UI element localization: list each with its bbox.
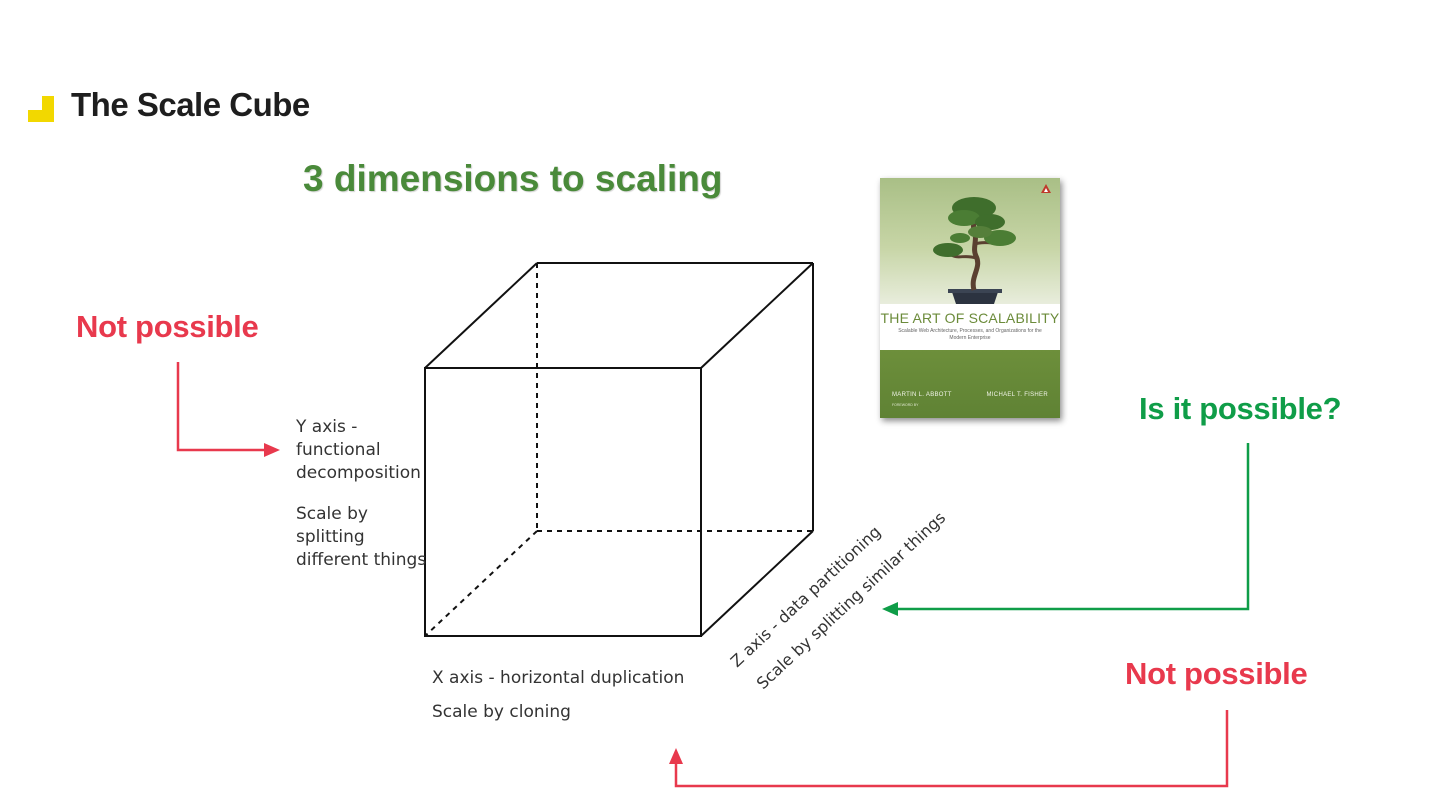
cube-top-left-edge [424,262,538,369]
z-axis-arrow [898,443,1250,611]
book-title: THE ART OF SCALABILITY [880,310,1060,326]
book-subtitle: Scalable Web Architecture, Processes, an… [898,328,1042,341]
z-axis-status-callout: Is it possible? [1139,391,1342,426]
book-author-2: MICHAEL T. FISHER [986,392,1048,398]
y-axis-label: Y axis - functional decomposition [296,417,421,483]
z-axis-description: Scale by splitting similar things [753,508,949,693]
diagram-subtitle: 3 dimensions to scaling [303,158,723,199]
book-foreword: FOREWORD BY [892,403,919,407]
x-axis-label: X axis - horizontal duplication [432,668,685,688]
y-axis-arrowhead [264,443,280,457]
cube-bottom-right-edge [700,530,814,637]
cube-front-face [424,367,702,637]
slide-title: The Scale Cube [71,86,310,123]
x-axis-description: Scale by cloning [432,702,571,722]
book-cover: THE ART OF SCALABILITY Scalable Web Arch… [880,178,1060,418]
x-axis-status-callout: Not possible [1125,656,1308,691]
cube-top-right-edge [700,262,814,369]
book-author-1: MARTIN L. ABBOTT [892,392,952,398]
y-axis-status-callout: Not possible [76,309,259,344]
cube-hidden-edge-depth [424,530,538,637]
y-axis-arrow [176,362,266,452]
bonsai-tree-illustration [933,197,1016,304]
corner-bracket-icon [28,96,54,122]
publisher-logo-icon [1041,184,1051,193]
x-axis-arrow [674,710,1229,788]
y-axis-description: Scale by splitting different things [296,504,427,570]
book-authors: MARTIN L. ABBOTT MICHAEL T. FISHER [892,392,1048,398]
x-axis-arrowhead [669,748,683,764]
z-axis-arrowhead [882,602,898,616]
